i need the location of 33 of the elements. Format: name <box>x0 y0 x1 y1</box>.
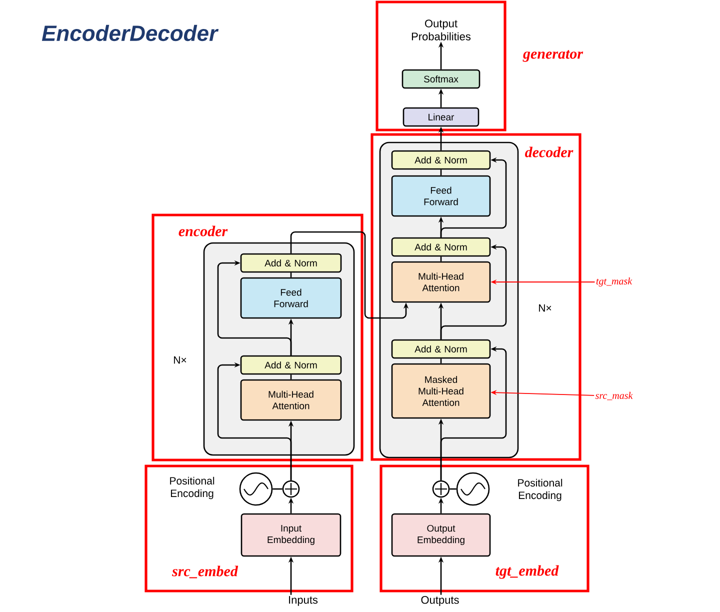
layer-box: Softmax <box>402 69 480 89</box>
layer-box: Add & Norm <box>240 253 342 273</box>
repeat-label: N× <box>174 356 186 364</box>
layer-box: Feed Forward <box>240 277 342 319</box>
layer-box: Multi-Head Attention <box>240 379 342 421</box>
arrow <box>217 260 292 356</box>
layer-box: Add & Norm <box>391 237 491 257</box>
io-label: Inputs <box>289 596 318 606</box>
caption-text: Positional Encoding <box>170 476 214 500</box>
layer-box: Linear <box>402 107 480 127</box>
io-label: Output Probabilities <box>412 20 471 40</box>
io-label: Outputs <box>421 596 459 606</box>
layer-box: Add & Norm <box>391 339 491 359</box>
frame-label: encoder <box>178 226 228 236</box>
frame-label: tgt_embed <box>496 565 559 579</box>
layer-box: Add & Norm <box>391 150 491 170</box>
caption-text: Positional Encoding <box>518 478 562 502</box>
layer-box: Feed Forward <box>391 175 491 217</box>
layer-box: Masked Multi-Head Attention <box>391 363 491 419</box>
arrow <box>217 362 292 480</box>
title: EncoderDecoder <box>42 24 219 42</box>
plus-circle <box>432 480 450 498</box>
repeat-label: N× <box>539 304 552 312</box>
plus-circle <box>282 480 300 498</box>
layer-box: Multi-Head Attention <box>391 261 491 303</box>
layer-box: Input Embedding <box>240 513 342 557</box>
layer-box: Output Embedding <box>391 513 491 557</box>
mask-label: src_mask <box>595 392 633 400</box>
frame-label: src_embed <box>172 566 238 578</box>
mask-label: tgt_mask <box>596 277 632 287</box>
frame-label: generator <box>522 50 584 62</box>
frame-label: decoder <box>525 146 574 158</box>
layer-box: Add & Norm <box>240 355 342 375</box>
